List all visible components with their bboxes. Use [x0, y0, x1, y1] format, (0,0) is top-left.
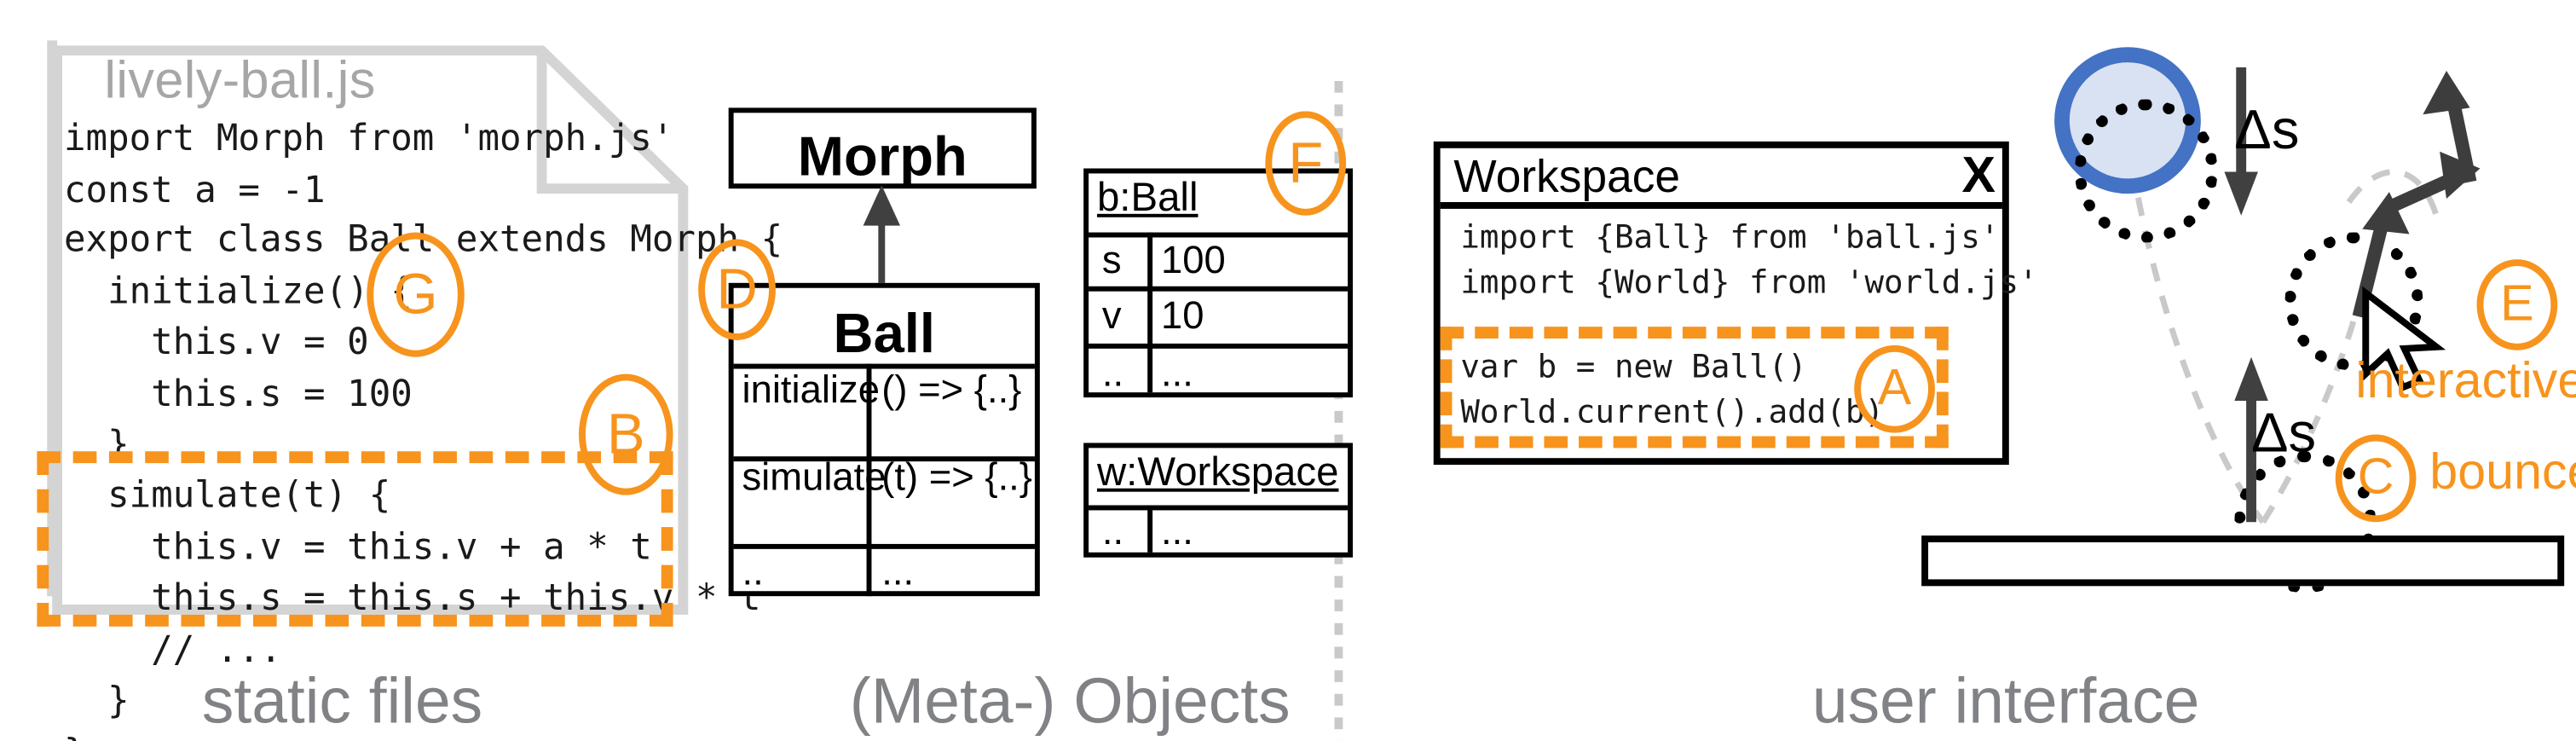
badge-b[interactable]: B [579, 373, 673, 495]
file-name-label: lively-ball.js [104, 50, 376, 110]
mouse-cursor-icon [2362, 286, 2446, 392]
uml-rule [866, 363, 872, 597]
uml-member-value: ... [881, 548, 915, 593]
close-icon[interactable]: X [1961, 148, 1996, 204]
uml-rule [1089, 505, 1349, 511]
object-name-ball: b:Ball [1096, 175, 1198, 221]
uml-rule [1147, 505, 1153, 553]
file-code-simulate: simulate(t) { this.v = this.v + a * t th… [107, 474, 761, 672]
caption-user-interface: user interface [1811, 667, 2200, 738]
uml-rule [733, 456, 1035, 462]
badge-e[interactable]: E [2476, 259, 2558, 350]
object-name-workspace: w:Workspace [1096, 449, 1339, 495]
workspace-statements: var b = new Ball() World.current().add(b… [1460, 348, 1885, 431]
workspace-title: Workspace [1453, 151, 1681, 202]
badge-d[interactable]: D [698, 239, 776, 340]
workspace-titlebar[interactable] [1440, 148, 2002, 209]
file-code-imports: import Morph from 'morph.js' const a = -… [64, 118, 674, 211]
object-field-key: .. [1101, 350, 1124, 395]
uml-member-key: initialize [742, 367, 880, 411]
badge-c[interactable]: C [2335, 434, 2417, 523]
uml-class-ball: Ball [728, 282, 1040, 597]
file-code-class-head: export class Ball extends Morph { initia… [64, 218, 783, 467]
bounce-label: bounce [2429, 444, 2576, 501]
badge-a[interactable]: A [1854, 344, 1935, 433]
badge-g[interactable]: G [367, 232, 465, 357]
interactive-drag-label: interactive drag [2355, 353, 2576, 409]
uml-member-key: .. [742, 548, 764, 593]
ground-bar [1921, 535, 2565, 587]
file-code-tail: } } [64, 680, 130, 741]
object-box-workspace [1083, 443, 1353, 558]
uml-rule [733, 363, 1035, 369]
uml-member-value: () => {..} [881, 367, 1022, 411]
inheritance-arrow-icon [863, 185, 901, 290]
object-field-key: v [1101, 292, 1122, 337]
object-field-key: s [1101, 237, 1122, 281]
ball-ghost-top [2074, 99, 2218, 243]
highlight-box-statements [1440, 327, 1949, 449]
object-field-value: 100 [1160, 237, 1226, 281]
uml-rule [733, 543, 1035, 549]
uml-member-key: simulate [742, 454, 887, 499]
divider-static-objects [1334, 80, 1343, 741]
uml-rule [1089, 232, 1349, 238]
uml-class-morph: Morph [728, 107, 1037, 189]
uml-member-value: (t) => {..} [881, 454, 1032, 499]
uml-rule [1089, 286, 1349, 292]
badge-f[interactable]: F [1265, 111, 1347, 216]
object-field-value: 10 [1160, 292, 1204, 337]
uml-rule [1147, 232, 1153, 393]
workspace-imports: import {Ball} from 'ball.js' import {Wor… [1460, 218, 2038, 302]
object-field-key: .. [1101, 508, 1124, 553]
object-field-value: ... [1160, 350, 1193, 395]
uml-rule [1089, 343, 1349, 349]
caption-static-files: static files [201, 667, 483, 738]
highlight-box-simulate [37, 451, 673, 627]
uml-class-morph-name: Morph [797, 124, 967, 188]
delta-s-up-arrow-icon [2234, 356, 2268, 523]
delta-s-label-bottom: Δs [2251, 401, 2317, 464]
delta-s-label-top: Δs [2234, 97, 2300, 160]
file-card-outline [52, 45, 689, 615]
caption-meta-objects: (Meta-) Objects [849, 667, 1291, 738]
object-field-value: ... [1160, 508, 1193, 553]
delta-s-down-arrow-icon [2224, 67, 2258, 216]
uml-class-ball-name: Ball [833, 301, 936, 364]
